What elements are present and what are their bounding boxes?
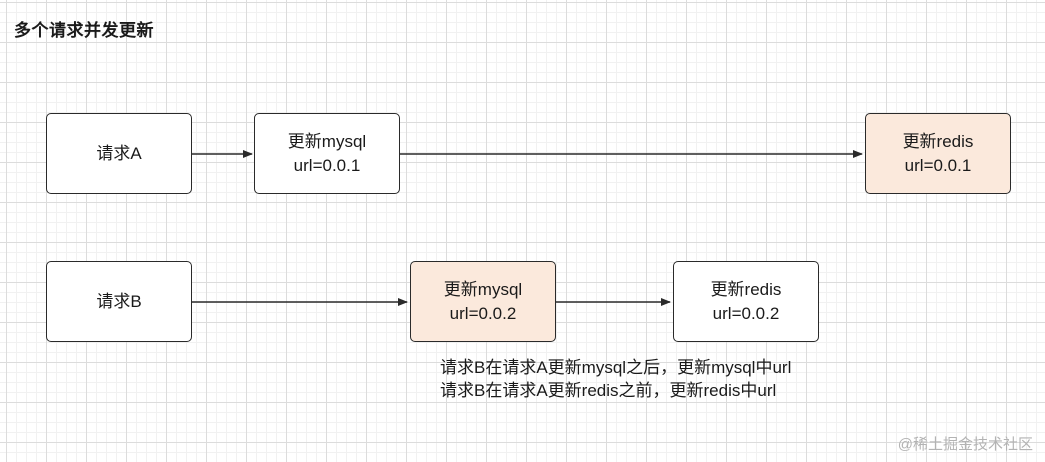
- node-a-update-redis-action: 更新redis: [902, 131, 974, 151]
- node-b-update-redis[interactable]: 更新redis url=0.0.2: [673, 261, 819, 342]
- annotation-line-2: 请求B在请求A更新redis之前，更新redis中url: [440, 381, 777, 400]
- node-b-update-mysql-action: 更新mysql: [443, 279, 523, 299]
- node-b-update-mysql[interactable]: 更新mysql url=0.0.2: [410, 261, 556, 342]
- watermark: @稀土掘金技术社区: [897, 436, 1033, 453]
- node-request-a[interactable]: 请求A: [46, 113, 192, 194]
- node-a-update-mysql[interactable]: 更新mysql url=0.0.1: [254, 113, 400, 194]
- node-a-update-mysql-action: 更新mysql: [287, 131, 367, 151]
- annotation-line-1: 请求B在请求A更新mysql之后，更新mysql中url: [440, 358, 792, 377]
- node-request-a-label: 请求A: [96, 143, 142, 163]
- annotation-note: 请求B在请求A更新mysql之后，更新mysql中url 请求B在请求A更新re…: [440, 356, 791, 402]
- node-request-b-label: 请求B: [96, 291, 142, 311]
- node-a-update-redis[interactable]: 更新redis url=0.0.1: [865, 113, 1011, 194]
- diagram-title: 多个请求并发更新: [14, 21, 154, 41]
- node-request-b[interactable]: 请求B: [46, 261, 192, 342]
- node-b-update-redis-value: url=0.0.2: [712, 303, 780, 323]
- node-b-update-mysql-value: url=0.0.2: [449, 303, 517, 323]
- node-b-update-redis-action: 更新redis: [710, 279, 782, 299]
- node-a-update-mysql-value: url=0.0.1: [293, 155, 361, 175]
- node-a-update-redis-value: url=0.0.1: [904, 155, 972, 175]
